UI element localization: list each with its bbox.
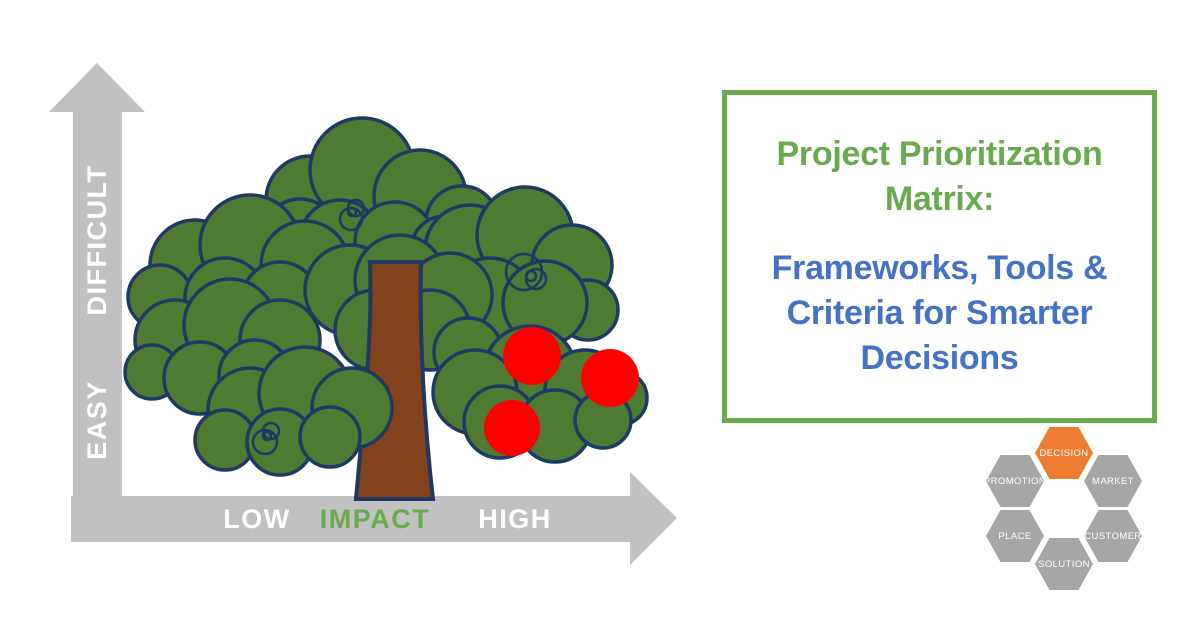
hexagon-market: [1084, 455, 1142, 507]
hexagon-solution: [1035, 538, 1093, 590]
impact-axis-title: IMPACT: [320, 504, 431, 534]
hexagon-label-solution: SOLUTION: [1038, 559, 1090, 570]
hexagon-logo: DECISION PROMOTION MARKET PLACE CUSTOMER…: [984, 427, 1142, 590]
title-subtitle-line2: Criteria for Smarter: [786, 293, 1093, 332]
difficulty-axis-top-label: DIFFICULT: [82, 165, 112, 316]
title-heading-line1: Project Prioritization: [776, 135, 1103, 174]
hexagon-place: [986, 510, 1044, 562]
impact-axis-arrow: [71, 472, 677, 565]
title-heading-line2: Matrix:: [884, 180, 995, 219]
hexagon-label-customer: CUSTOMER: [1084, 531, 1141, 542]
title-box: Project Prioritization Matrix: Framework…: [722, 90, 1157, 423]
title-subtitle-line1: Frameworks, Tools &: [771, 249, 1108, 288]
difficulty-axis-bottom-label: EASY: [82, 380, 112, 460]
title-subtitle-line3: Decisions: [860, 338, 1019, 377]
leaf-swirl-detail: [504, 252, 548, 292]
hexagon-customer: [1084, 510, 1142, 562]
hexagon-decision: [1035, 427, 1093, 479]
title-subtitle: Frameworks, Tools & Criteria for Smarter…: [772, 246, 1108, 381]
apple-tree-illustration: [123, 116, 649, 501]
leaf-swirl-detail: [338, 198, 366, 232]
hexagon-label-decision: DECISION: [1039, 448, 1088, 459]
hexagon-promotion: [986, 455, 1044, 507]
leaf-swirl-detail: [251, 421, 281, 456]
hexagon-label-promotion: PROMOTION: [984, 476, 1046, 487]
fruit-circle: [581, 349, 639, 407]
impact-axis-high-label: HIGH: [478, 504, 552, 534]
hexagon-label-place: PLACE: [998, 531, 1031, 542]
title-heading: Project Prioritization Matrix:: [777, 132, 1103, 222]
hexagon-label-market: MARKET: [1092, 476, 1134, 487]
fruit-circle: [484, 400, 540, 456]
fruit-circle: [503, 327, 561, 385]
impact-axis-low-label: LOW: [223, 504, 290, 534]
difficulty-axis-arrow: [49, 63, 145, 542]
